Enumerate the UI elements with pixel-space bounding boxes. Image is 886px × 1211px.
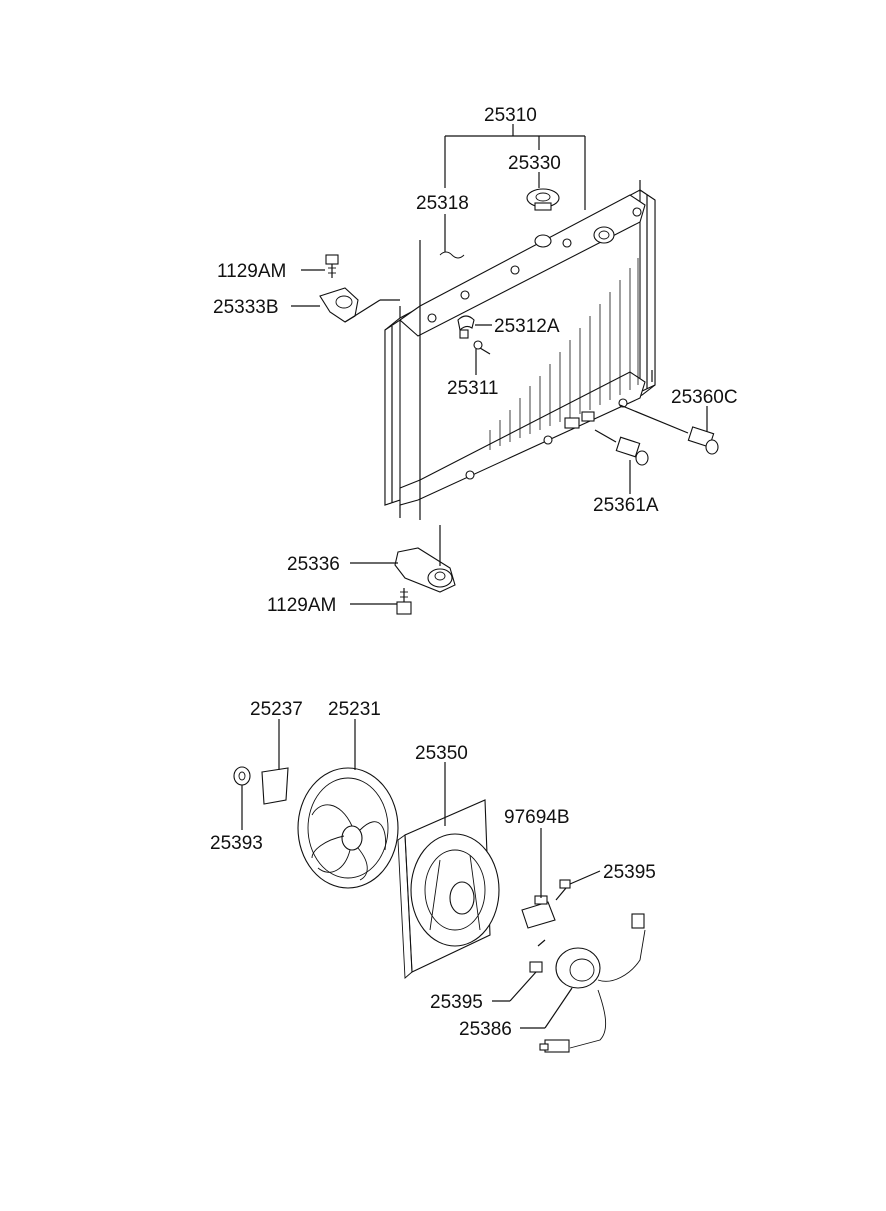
label-25237: 25237 [250,699,303,720]
label-25311: 25311 [447,378,498,399]
thermo-sensor [594,429,649,466]
radiator-fins [489,258,639,450]
leader-lines [241,124,708,1029]
label-97694b: 97694B [504,807,570,828]
label-1129am-top: 1129AM [217,261,286,282]
fan-shroud [397,799,500,979]
fan-plate [261,767,289,805]
fan-motor [539,913,646,1053]
bracket-clip [457,315,475,339]
fan-washer [233,766,251,786]
fan-resistor [521,895,556,929]
label-25386: 25386 [459,1019,512,1040]
screw-left [529,939,546,973]
label-25393: 25393 [210,833,263,854]
radiator-assembly [384,180,656,518]
label-25395-right: 25395 [603,862,656,883]
label-25350: 25350 [415,743,468,764]
lower-mount-bracket [394,547,456,593]
radiator-cap [526,188,560,211]
label-25361a: 25361A [593,495,659,516]
temperature-switch [619,404,719,455]
screw-right [555,879,571,901]
bolt-top [325,254,339,278]
hose-clip [439,251,465,259]
bolt-25311 [473,340,491,355]
label-25231: 25231 [328,699,381,720]
label-25330: 25330 [508,153,561,174]
label-25395-left: 25395 [430,992,483,1013]
bolt-bottom [396,588,412,615]
label-25336: 25336 [287,554,340,575]
label-25333b: 25333B [213,297,279,318]
label-25360c: 25360C [671,387,738,408]
cooling-fan [297,767,399,889]
label-25318: 25318 [416,193,469,214]
label-25312a: 25312A [494,316,560,337]
label-25310: 25310 [484,105,537,126]
label-1129am-bottom: 1129AM [267,595,336,616]
